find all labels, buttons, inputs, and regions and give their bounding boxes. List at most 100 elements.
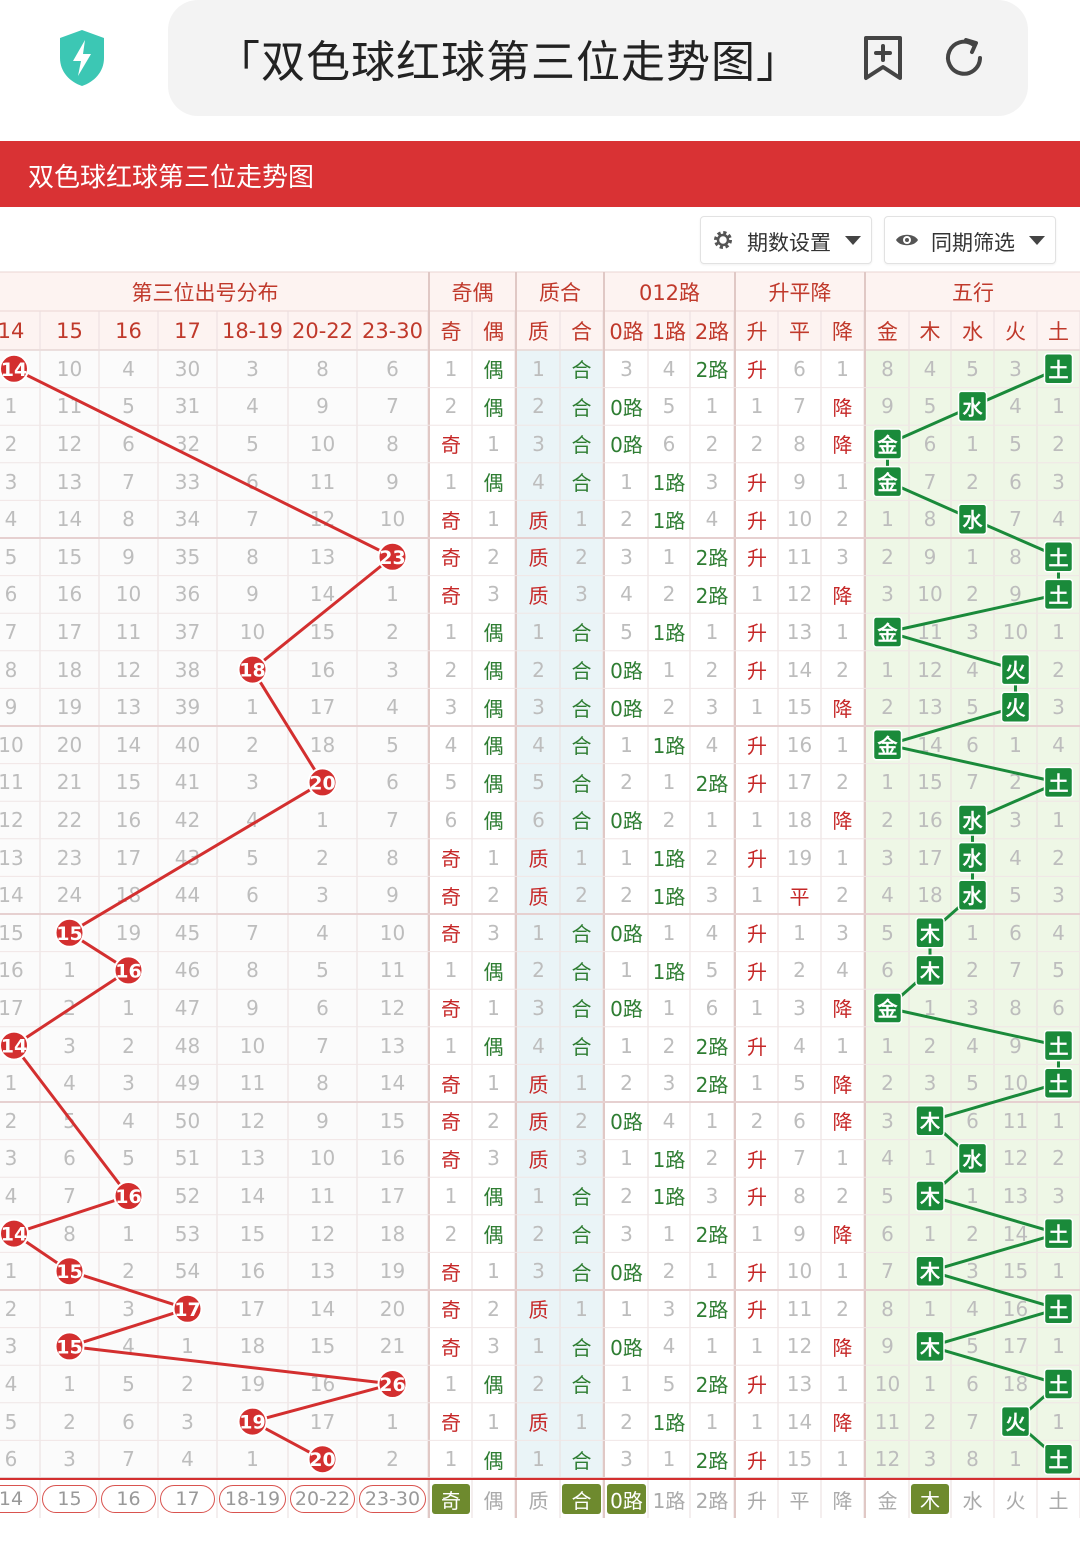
filter-toggle[interactable]: 火 xyxy=(1005,1488,1026,1513)
filter-toggle[interactable]: 2路 xyxy=(695,1488,729,1513)
miss-count: 17 xyxy=(917,845,943,870)
miss-count: 5 xyxy=(4,544,18,569)
filter-toggle[interactable]: 奇 xyxy=(432,1484,470,1514)
period-setting-dropdown[interactable]: 期数设置 xyxy=(700,216,872,264)
filter-chip[interactable]: 15 xyxy=(42,1485,97,1513)
hit-label: 合 xyxy=(571,696,592,721)
miss-count: 6 xyxy=(4,582,18,607)
group-header: 升平降 xyxy=(768,280,832,305)
filter-chip[interactable]: 18-19 xyxy=(219,1485,286,1513)
miss-count: 2 xyxy=(63,995,76,1020)
miss-count: 4 xyxy=(246,394,259,419)
miss-count: 6 xyxy=(63,1146,76,1171)
miss-count: 8 xyxy=(63,1221,76,1246)
miss-count: 11 xyxy=(309,1183,336,1208)
miss-count: 1 xyxy=(4,394,18,419)
miss-count: 8 xyxy=(246,544,259,569)
miss-count: 16 xyxy=(239,1259,266,1284)
miss-count: 17 xyxy=(309,695,336,720)
hit-label: 升 xyxy=(747,1260,767,1285)
filter-toggle[interactable]: 平 xyxy=(789,1488,810,1513)
miss-count: 1 xyxy=(532,619,545,644)
miss-count: 5 xyxy=(444,770,458,795)
filter-chip[interactable]: 17 xyxy=(160,1485,215,1513)
miss-count: 2 xyxy=(705,845,719,870)
miss-count: 3 xyxy=(63,1033,76,1058)
filter-toggle[interactable]: 质 xyxy=(528,1488,549,1513)
miss-count: 5 xyxy=(4,1409,18,1434)
filter-chip[interactable]: 23-30 xyxy=(359,1485,426,1513)
filter-toggle[interactable]: 土 xyxy=(1048,1488,1069,1513)
miss-count: 8 xyxy=(966,1447,979,1472)
filter-toggle[interactable]: 0路 xyxy=(607,1484,646,1514)
filter-toggle[interactable]: 金 xyxy=(877,1488,898,1513)
hit-label: 升 xyxy=(747,922,767,947)
miss-count: 1 xyxy=(620,469,633,494)
miss-count: 16 xyxy=(56,582,83,607)
miss-count: 14 xyxy=(786,657,813,682)
hit-label: 2路 xyxy=(695,358,729,383)
filter-toggle[interactable]: 木 xyxy=(911,1484,949,1514)
miss-count: 3 xyxy=(836,920,849,945)
miss-count: 2 xyxy=(122,1259,135,1284)
miss-count: 2 xyxy=(487,1296,500,1321)
miss-count: 19 xyxy=(56,695,83,720)
hit-label: 合 xyxy=(571,771,592,796)
filter-toggle[interactable]: 偶 xyxy=(483,1488,504,1513)
miss-count: 17 xyxy=(115,845,142,870)
miss-count: 1 xyxy=(662,1221,676,1246)
hit-label: 降 xyxy=(832,583,853,608)
miss-count: 1 xyxy=(532,1183,545,1208)
filter-toggle[interactable]: 降 xyxy=(832,1488,853,1513)
miss-count: 1 xyxy=(487,431,500,456)
miss-count: 1 xyxy=(487,1259,500,1284)
miss-count: 13 xyxy=(0,845,24,870)
hit-label: 1路 xyxy=(652,884,686,909)
hit-label: 偶 xyxy=(483,1223,504,1248)
hit-label: 偶 xyxy=(483,1035,504,1060)
hit-label: 0路 xyxy=(610,1110,643,1135)
filter-chip[interactable]: 16 xyxy=(101,1485,156,1513)
miss-count: 43 xyxy=(174,845,201,870)
filter-toggle[interactable]: 1路 xyxy=(652,1488,686,1513)
miss-count: 9 xyxy=(881,1334,894,1359)
miss-count: 6 xyxy=(1009,469,1022,494)
address-bar[interactable]: 「双色球红球第三位走势图」 xyxy=(168,0,1028,116)
hit-label: 奇 xyxy=(441,583,461,608)
miss-count: 4 xyxy=(532,469,545,494)
miss-count: 6 xyxy=(316,995,329,1020)
add-bookmark-icon[interactable] xyxy=(860,34,906,82)
same-period-filter-dropdown[interactable]: 同期筛选 xyxy=(884,216,1056,264)
miss-count: 36 xyxy=(174,582,201,607)
hit-label: 1路 xyxy=(652,1411,686,1436)
miss-count: 1 xyxy=(1052,394,1065,419)
miss-count: 3 xyxy=(923,1447,937,1472)
miss-count: 3 xyxy=(966,619,979,644)
filter-chip[interactable]: 14 xyxy=(0,1485,38,1513)
miss-count: 1 xyxy=(487,1409,500,1434)
filter-toggle[interactable]: 合 xyxy=(562,1484,601,1514)
miss-count: 1 xyxy=(662,544,676,569)
filter-toggle[interactable]: 升 xyxy=(747,1488,767,1513)
miss-count: 18 xyxy=(239,1334,266,1359)
hit-label: 偶 xyxy=(483,809,504,834)
hit-label: 0路 xyxy=(610,1260,643,1285)
reload-icon[interactable] xyxy=(940,34,988,82)
miss-count: 22 xyxy=(56,807,83,832)
miss-count: 1 xyxy=(620,958,633,983)
miss-count: 11 xyxy=(56,394,83,419)
miss-count: 4 xyxy=(181,1447,194,1472)
miss-count: 1 xyxy=(532,1447,545,1472)
filter-chip[interactable]: 20-22 xyxy=(290,1485,355,1513)
chevron-down-icon xyxy=(1029,236,1045,245)
shield-bolt-icon[interactable] xyxy=(56,28,108,88)
hit-label: 升 xyxy=(747,1373,767,1398)
filter-toggle[interactable]: 水 xyxy=(962,1488,983,1513)
miss-count: 1 xyxy=(923,1371,937,1396)
miss-count: 12 xyxy=(874,1447,901,1472)
miss-count: 6 xyxy=(122,1409,135,1434)
hit-label: 奇 xyxy=(441,884,461,909)
miss-count: 1 xyxy=(444,356,458,381)
miss-count: 16 xyxy=(115,807,142,832)
miss-count: 17 xyxy=(56,619,83,644)
